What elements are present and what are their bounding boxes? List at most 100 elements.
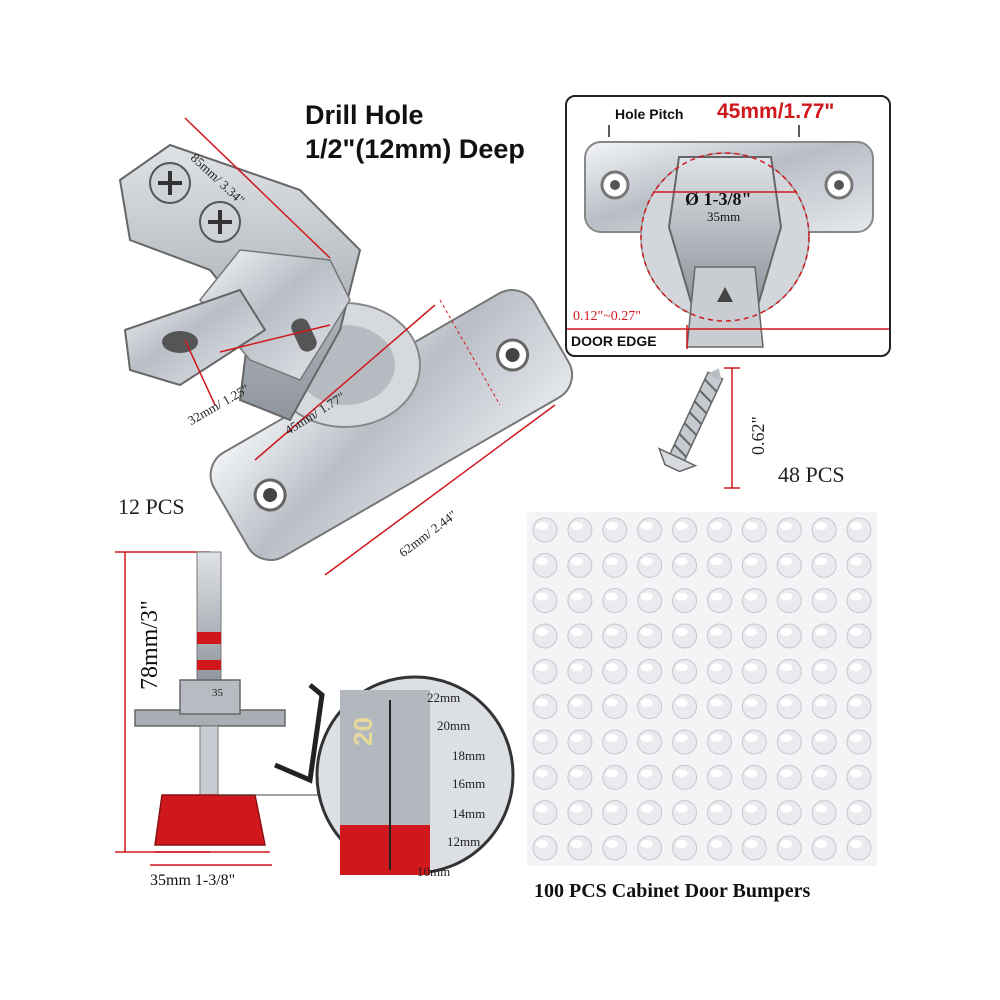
drill-width-label: 35mm 1-3/8" — [150, 872, 236, 889]
bumper-dot — [532, 764, 558, 790]
scale-mark-18: 18mm — [452, 748, 486, 763]
bumper-dot — [706, 764, 732, 790]
bumper-dot — [567, 552, 593, 578]
bumper-dot — [741, 764, 767, 790]
bumper-dot — [672, 800, 698, 826]
bumper-dot — [846, 623, 872, 649]
bumper-dot — [846, 588, 872, 614]
bumper-dot — [637, 764, 663, 790]
bumper-dot — [846, 800, 872, 826]
bumper-dot — [602, 835, 628, 861]
bumper-dot — [811, 517, 837, 543]
bumper-dot — [602, 623, 628, 649]
scale-mark-16: 16mm — [452, 776, 486, 791]
bumper-dot — [602, 800, 628, 826]
bumper-dot — [567, 658, 593, 684]
bumper-dot — [741, 588, 767, 614]
bumper-dot — [567, 588, 593, 614]
pitch-plate-drawing — [567, 125, 889, 349]
screw-drawing — [657, 367, 740, 489]
drill-bit-drawing — [115, 551, 515, 875]
bumper-dot — [846, 517, 872, 543]
bumper-dot — [567, 729, 593, 755]
bumper-dot — [706, 552, 732, 578]
bumper-dot — [811, 694, 837, 720]
scale-mark-20: 20mm — [437, 718, 471, 733]
screw-count: 48 PCS — [778, 462, 845, 487]
bumper-caption: 100 PCS Cabinet Door Bumpers — [534, 880, 811, 902]
bumper-dot — [532, 552, 558, 578]
bumper-dot — [776, 517, 802, 543]
bumper-dot — [776, 800, 802, 826]
bumper-dot — [567, 800, 593, 826]
bumper-dot — [741, 658, 767, 684]
bumper-dot — [602, 694, 628, 720]
bumper-dot — [706, 623, 732, 649]
bumper-dot — [672, 764, 698, 790]
bumper-dot — [741, 623, 767, 649]
drill-hole-title-line2: 1/2"(12mm) Deep — [305, 134, 525, 164]
bumper-dot — [637, 588, 663, 614]
door-edge-label: DOOR EDGE — [571, 333, 657, 349]
bumper-dot — [811, 552, 837, 578]
bumper-dot — [602, 517, 628, 543]
bumper-dot — [846, 658, 872, 684]
hole-pitch-value: 45mm/1.77" — [717, 100, 835, 123]
bumper-dot — [706, 694, 732, 720]
bumper-dot — [602, 729, 628, 755]
bumper-dot — [741, 729, 767, 755]
bumper-dot — [672, 694, 698, 720]
bumper-dot — [776, 552, 802, 578]
bumper-dot — [776, 729, 802, 755]
bumper-dot — [637, 800, 663, 826]
bumper-dot — [567, 623, 593, 649]
bumper-dot — [637, 552, 663, 578]
bumper-dot — [776, 588, 802, 614]
bumper-sheet — [527, 512, 877, 866]
bumper-dot — [532, 588, 558, 614]
edge-offset-label: 0.12"~0.27" — [573, 309, 642, 324]
bumper-dot — [811, 658, 837, 684]
scale-mark-10: 10mm — [417, 864, 451, 879]
bumper-dot — [637, 517, 663, 543]
bumper-dot — [532, 835, 558, 861]
bumper-dot — [602, 588, 628, 614]
drill-hole-title-line1: Drill Hole — [305, 100, 424, 130]
bumper-dot — [672, 517, 698, 543]
hole-pitch-label: Hole Pitch — [615, 106, 684, 122]
bumper-dot — [846, 729, 872, 755]
bumper-dot — [602, 552, 628, 578]
bumper-dot — [811, 588, 837, 614]
bumper-dot — [602, 658, 628, 684]
bumper-dot — [706, 800, 732, 826]
bumper-dot — [532, 658, 558, 684]
bumper-dot — [741, 800, 767, 826]
scale-number: 20 — [348, 717, 378, 746]
bumper-dot — [776, 835, 802, 861]
bumper-dot — [706, 729, 732, 755]
bumper-dot — [776, 764, 802, 790]
bumper-dot — [532, 800, 558, 826]
bumper-dot — [811, 623, 837, 649]
bumper-dot — [706, 835, 732, 861]
bumper-dot — [637, 835, 663, 861]
collar-number: 35 — [212, 687, 223, 699]
bumper-dot — [741, 694, 767, 720]
bumper-dot — [637, 658, 663, 684]
bumper-dot — [637, 729, 663, 755]
bumper-dot — [672, 835, 698, 861]
scale-mark-14: 14mm — [452, 806, 486, 821]
bumper-dot — [672, 623, 698, 649]
bumper-dot — [637, 623, 663, 649]
hinge-count: 12 PCS — [118, 494, 185, 519]
hole-pitch-panel: Hole Pitch 45mm/1.77" Ø 1-3/8" 35mm 0.12… — [565, 95, 891, 357]
bumper-dot — [776, 658, 802, 684]
bumper-dot — [776, 694, 802, 720]
screw-length-label: 0.62" — [748, 416, 768, 455]
bumper-dot — [672, 588, 698, 614]
bumper-dot — [811, 729, 837, 755]
bumper-dot — [741, 552, 767, 578]
bumper-dot — [532, 694, 558, 720]
